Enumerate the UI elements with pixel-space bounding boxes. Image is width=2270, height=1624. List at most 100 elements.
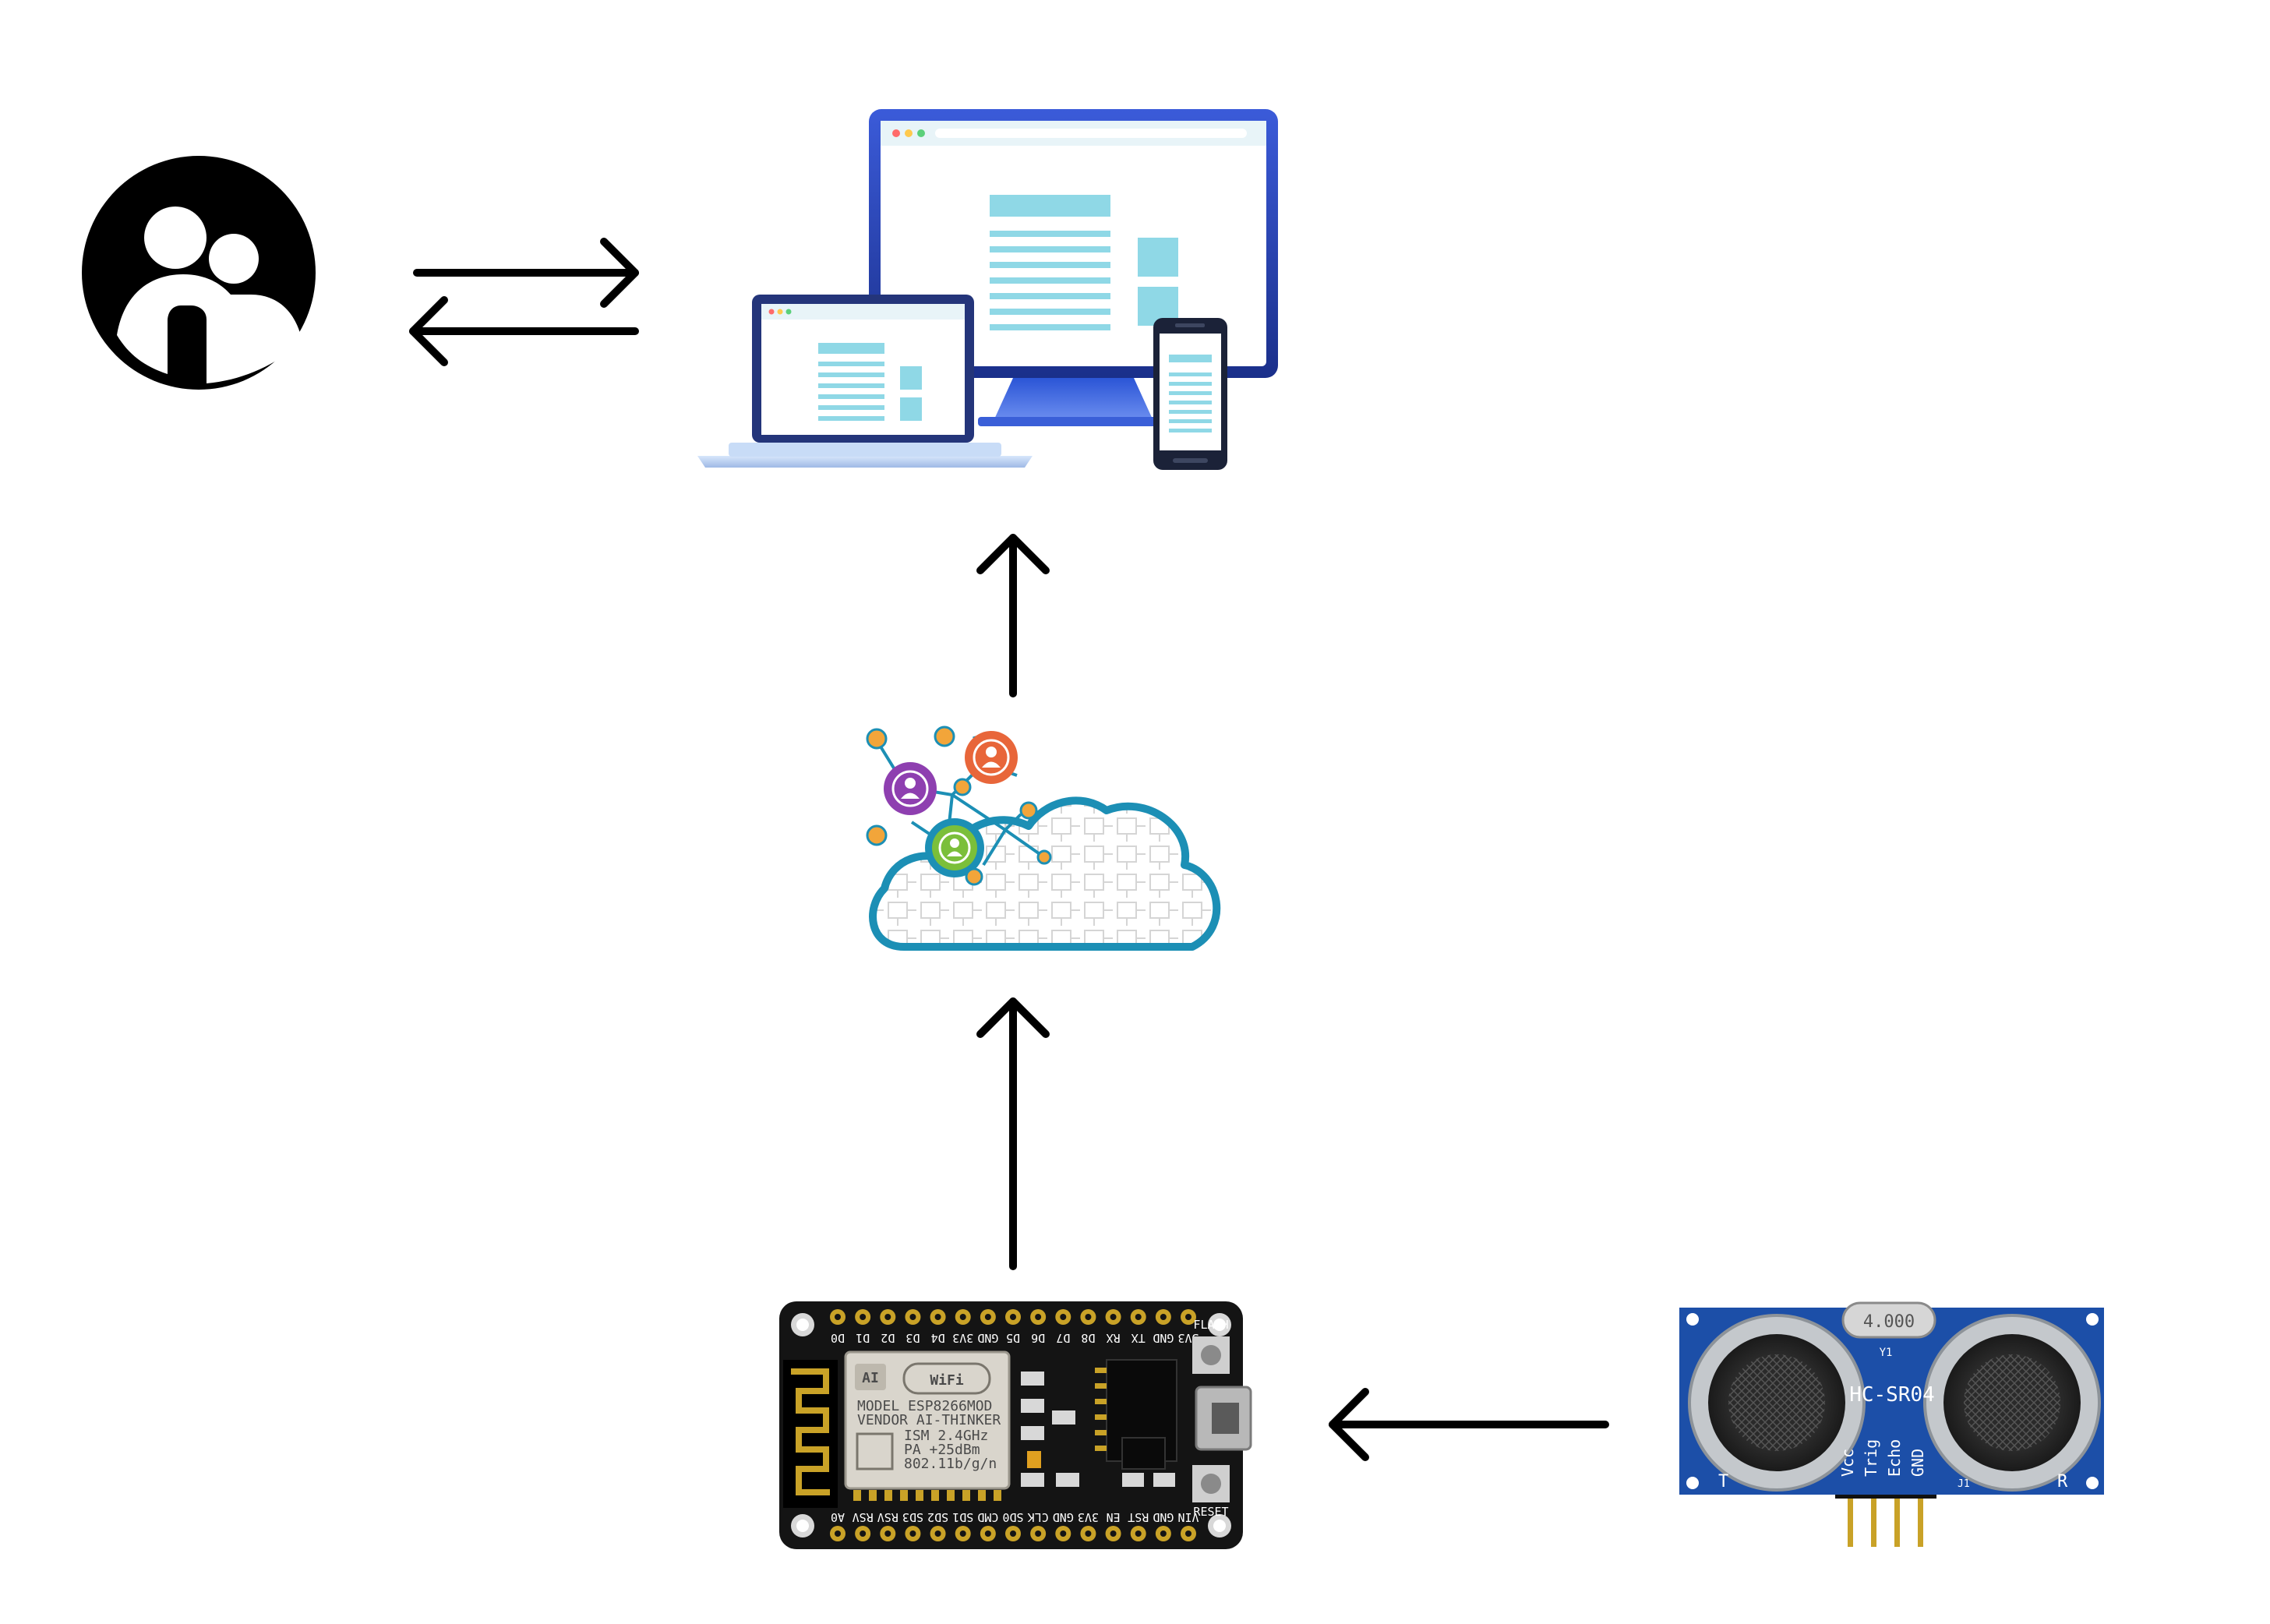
- top-header-pin-hole: [934, 1314, 941, 1320]
- top-pin-label: D2: [881, 1331, 895, 1345]
- sensor-receiver-mark: R: [2057, 1472, 2068, 1492]
- hc-sr04-ultrasonic-sensor-icon: 4.000 Y1 HC-SR04 T R J1 Vcc Trig Echo GN…: [1679, 1301, 2104, 1547]
- bottom-pin-label: GND: [1053, 1510, 1074, 1524]
- user-group-icon: [82, 156, 316, 390]
- bottom-pin-label: GND: [1153, 1510, 1174, 1524]
- transmitter-transducer: [1688, 1314, 1866, 1492]
- top-header-pin-hole: [1035, 1314, 1042, 1320]
- top-header-pin-hole: [909, 1314, 916, 1320]
- top-pin-label: D0: [831, 1331, 845, 1345]
- bottom-header-pin-hole: [1060, 1530, 1067, 1537]
- top-pin-label: 3V3: [952, 1331, 973, 1345]
- bidirectional-arrow: [409, 238, 639, 366]
- bottom-pin-label: RSV: [853, 1510, 874, 1524]
- reset-button: RESET: [1192, 1465, 1230, 1519]
- top-pin-label: GND: [977, 1331, 998, 1345]
- bottom-header-pin-hole: [984, 1530, 991, 1537]
- module-model-text: MODEL ESP8266MOD: [857, 1398, 992, 1414]
- top-pin-label: D6: [1031, 1331, 1045, 1345]
- bottom-header-pin-hole: [860, 1530, 867, 1537]
- top-header-pin-hole: [1160, 1314, 1167, 1320]
- crystal-frequency-label: 4.000: [1863, 1312, 1915, 1332]
- bottom-header-pin-hole: [959, 1530, 966, 1537]
- top-pin-label: GND: [1153, 1331, 1174, 1345]
- bottom-header-pin-hole: [1085, 1530, 1092, 1537]
- bottom-pin-label: EN: [1107, 1510, 1121, 1524]
- monitor-icon: [869, 109, 1278, 426]
- arrow-up-icon: [976, 997, 1050, 1270]
- pcb-antenna: [783, 1360, 838, 1508]
- bottom-header-pin-hole: [1185, 1530, 1191, 1537]
- top-header-pin-hole: [1185, 1314, 1191, 1320]
- bottom-pin-label: SD0: [1002, 1510, 1023, 1524]
- top-pin-label: RX: [1107, 1331, 1121, 1345]
- reset-button-label: RESET: [1193, 1505, 1228, 1519]
- bottom-pin-label: SD1: [952, 1510, 973, 1524]
- bottom-header-pin-hole: [835, 1530, 841, 1537]
- module-standard-text: 802.11b/g/n: [904, 1456, 997, 1472]
- arrow-up-icon: [976, 534, 1050, 697]
- bottom-header-pin-hole: [1110, 1530, 1117, 1537]
- module-ism-text: ISM 2.4GHz: [904, 1428, 988, 1444]
- arrow-left-icon: [409, 296, 639, 366]
- sensor-header-label: J1: [1958, 1478, 1970, 1490]
- top-pin-label: D1: [856, 1331, 870, 1345]
- top-pin-label: D5: [1006, 1331, 1020, 1345]
- network-node-orange-icon: [965, 731, 1018, 784]
- top-header-pin-hole: [860, 1314, 867, 1320]
- responsive-devices-icon: [697, 109, 1278, 470]
- sensor-pin-echo-label: Echo: [1885, 1439, 1904, 1477]
- bottom-header-pin-hole: [1035, 1530, 1042, 1537]
- crystal-oscillator: 4.000: [1841, 1301, 1936, 1339]
- top-header-pin-hole: [1135, 1314, 1142, 1320]
- smartphone-icon: [1153, 318, 1227, 470]
- iot-cloud-network-icon: [866, 726, 1221, 951]
- top-header-pin-hole: [1085, 1314, 1092, 1320]
- bottom-pin-label: CLK: [1028, 1510, 1049, 1524]
- bottom-pin-label: A0: [831, 1510, 845, 1524]
- bottom-header-pin-hole: [1010, 1530, 1016, 1537]
- top-pin-label: D4: [931, 1331, 945, 1345]
- module-logo-ai: AI: [862, 1370, 879, 1386]
- bottom-pin-label: CMD: [977, 1510, 998, 1524]
- bottom-header-pin-hole: [934, 1530, 941, 1537]
- bottom-pin-label: SD3: [902, 1510, 923, 1524]
- sensor-pin-gnd-label: GND: [1908, 1449, 1927, 1477]
- flash-button-label: FLASH: [1193, 1318, 1228, 1332]
- bottom-pin-label: RSV: [877, 1510, 898, 1524]
- bottom-pin-label: VIN: [1177, 1510, 1199, 1524]
- arrow-left-icon: [1329, 1388, 1609, 1461]
- bottom-pin-label: RST: [1128, 1510, 1149, 1524]
- micro-usb-port: [1195, 1386, 1252, 1451]
- top-header-pin-hole: [884, 1314, 891, 1320]
- network-node-green-icon: [925, 818, 984, 877]
- laptop-icon: [697, 295, 1033, 468]
- top-header-pin-hole: [959, 1314, 966, 1320]
- sensor-model-label: HC-SR04: [1849, 1383, 1935, 1407]
- bottom-header-pin-hole: [1135, 1530, 1142, 1537]
- network-node-purple-icon: [884, 762, 937, 815]
- bottom-pin-label: 3V3: [1078, 1510, 1099, 1524]
- sensor-pin-vcc-label: Vcc: [1838, 1449, 1857, 1477]
- top-pin-label: D3: [906, 1331, 920, 1345]
- sensor-transmitter-mark: T: [1718, 1472, 1728, 1492]
- arrow-right-icon: [413, 238, 639, 308]
- top-header-pin-hole: [1060, 1314, 1067, 1320]
- top-header-pin-hole: [835, 1314, 841, 1320]
- bottom-header-pin-hole: [1160, 1530, 1167, 1537]
- bottom-header-pin-hole: [909, 1530, 916, 1537]
- module-pa-text: PA +25dBm: [904, 1442, 980, 1458]
- receiver-transducer: [1923, 1314, 2101, 1492]
- top-pin-label: D8: [1081, 1331, 1095, 1345]
- top-header-pin-hole: [1010, 1314, 1016, 1320]
- module-logo-wifi: WiFi: [930, 1372, 964, 1389]
- sensor-pin-trig-label: Trig: [1862, 1439, 1880, 1477]
- flash-button: FLASH: [1192, 1318, 1230, 1374]
- esp8266-module: AI WiFi MODEL ESP8266MOD VENDOR AI-THINK…: [844, 1350, 1011, 1501]
- module-vendor-text: VENDOR AI-THINKER: [857, 1412, 1001, 1428]
- top-pin-label: D7: [1056, 1331, 1070, 1345]
- top-pin-label: TX: [1131, 1331, 1146, 1345]
- bottom-header-pin-hole: [884, 1530, 891, 1537]
